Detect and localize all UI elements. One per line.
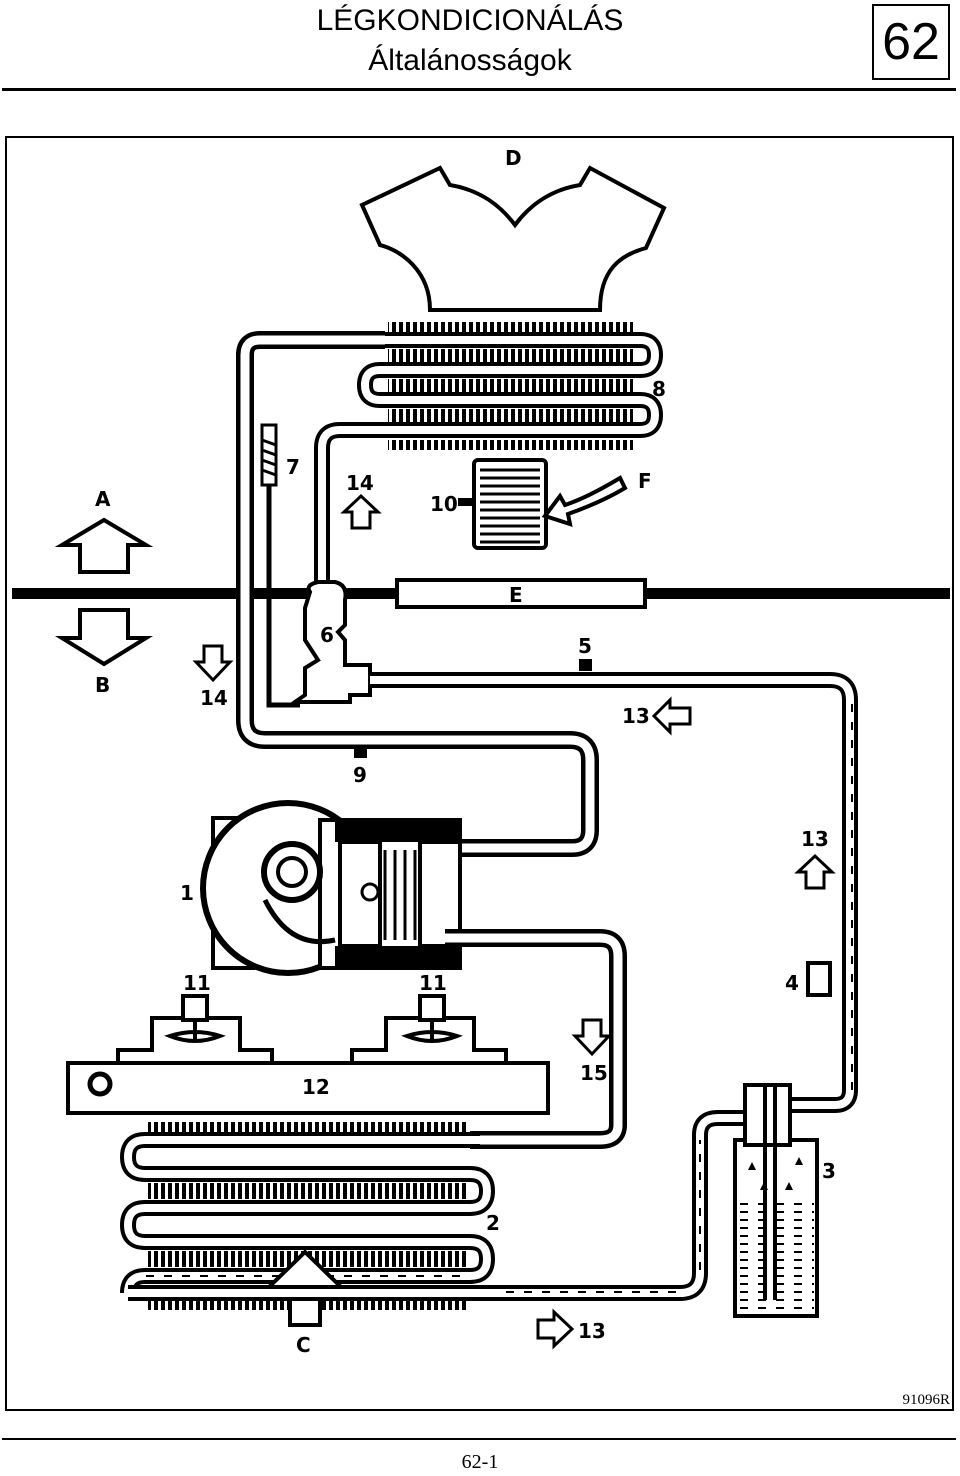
label-13-right: 13: [801, 827, 829, 851]
frame-mount: [87, 1071, 113, 1097]
header-rule: [2, 88, 956, 91]
blower: [458, 458, 548, 550]
label-b: B: [95, 673, 110, 697]
low-pressure-sensor: [354, 746, 367, 758]
label-12: 12: [302, 1075, 330, 1099]
expansion-valve: [288, 580, 372, 704]
evaporator: [356, 322, 664, 450]
label-14-bottom: 14: [200, 686, 228, 710]
arrow-down-b: [54, 608, 154, 667]
label-13-bottom: 13: [578, 1319, 606, 1343]
bulkhead-right: [645, 588, 950, 599]
arrow-down-14: [192, 644, 234, 683]
receiver-drier: [733, 1083, 819, 1318]
page-title: LÉGKONDICIONÁLÁS: [316, 4, 624, 37]
diagram-frame: [5, 136, 954, 1411]
label-14-top: 14: [346, 471, 374, 495]
liquid-line: [370, 672, 858, 1113]
condenser-outlet-line: [128, 1110, 745, 1301]
label-11-right: 11: [419, 971, 447, 995]
label-7: 7: [286, 455, 300, 479]
label-5: 5: [578, 634, 592, 658]
discharge-line: [445, 929, 627, 1149]
suction-line: [236, 331, 599, 857]
page-subtitle: Általánosságok: [368, 44, 572, 77]
label-c: C: [296, 1333, 311, 1357]
arrow-left-13: [651, 696, 692, 736]
label-e: E: [509, 583, 523, 607]
condenser-fan-left: [116, 994, 274, 1063]
label-10: 10: [430, 492, 458, 516]
compressor: [200, 800, 462, 976]
arrow-up-13: [794, 853, 836, 890]
label-1: 1: [180, 881, 194, 905]
arrow-down-15: [571, 1018, 613, 1057]
arrow-right-13: [536, 1308, 575, 1350]
chapter-number: 62: [872, 4, 950, 80]
label-9: 9: [353, 763, 367, 787]
evaporator-inlet-line: [314, 422, 385, 590]
air-outlet-arrow: [359, 165, 667, 312]
footer-rule: [2, 1438, 956, 1440]
figure-reference: 91096R: [902, 1392, 950, 1408]
label-13-left: 13: [622, 704, 650, 728]
pressure-sensor: [579, 659, 592, 671]
label-6: 6: [320, 623, 334, 647]
arrow-up-14: [340, 493, 382, 530]
label-15: 15: [580, 1061, 608, 1085]
label-4: 4: [785, 971, 799, 995]
label-2: 2: [486, 1211, 500, 1235]
air-inlet-arrow: [541, 475, 628, 527]
label-8: 8: [652, 377, 666, 401]
pressure-switch: [806, 961, 832, 997]
sensing-bulb: [260, 423, 300, 708]
fan-frame: [66, 1061, 550, 1115]
label-3: 3: [822, 1159, 836, 1183]
label-f: F: [638, 469, 652, 493]
label-a: A: [95, 487, 111, 511]
bulkhead-left: [12, 588, 397, 599]
page-number: 62-1: [461, 1451, 499, 1473]
arrow-up-a: [54, 517, 154, 574]
heater-panel: [395, 578, 647, 609]
condenser-fan-right: [350, 994, 508, 1063]
label-d: D: [505, 146, 522, 170]
label-11-left: 11: [183, 971, 211, 995]
